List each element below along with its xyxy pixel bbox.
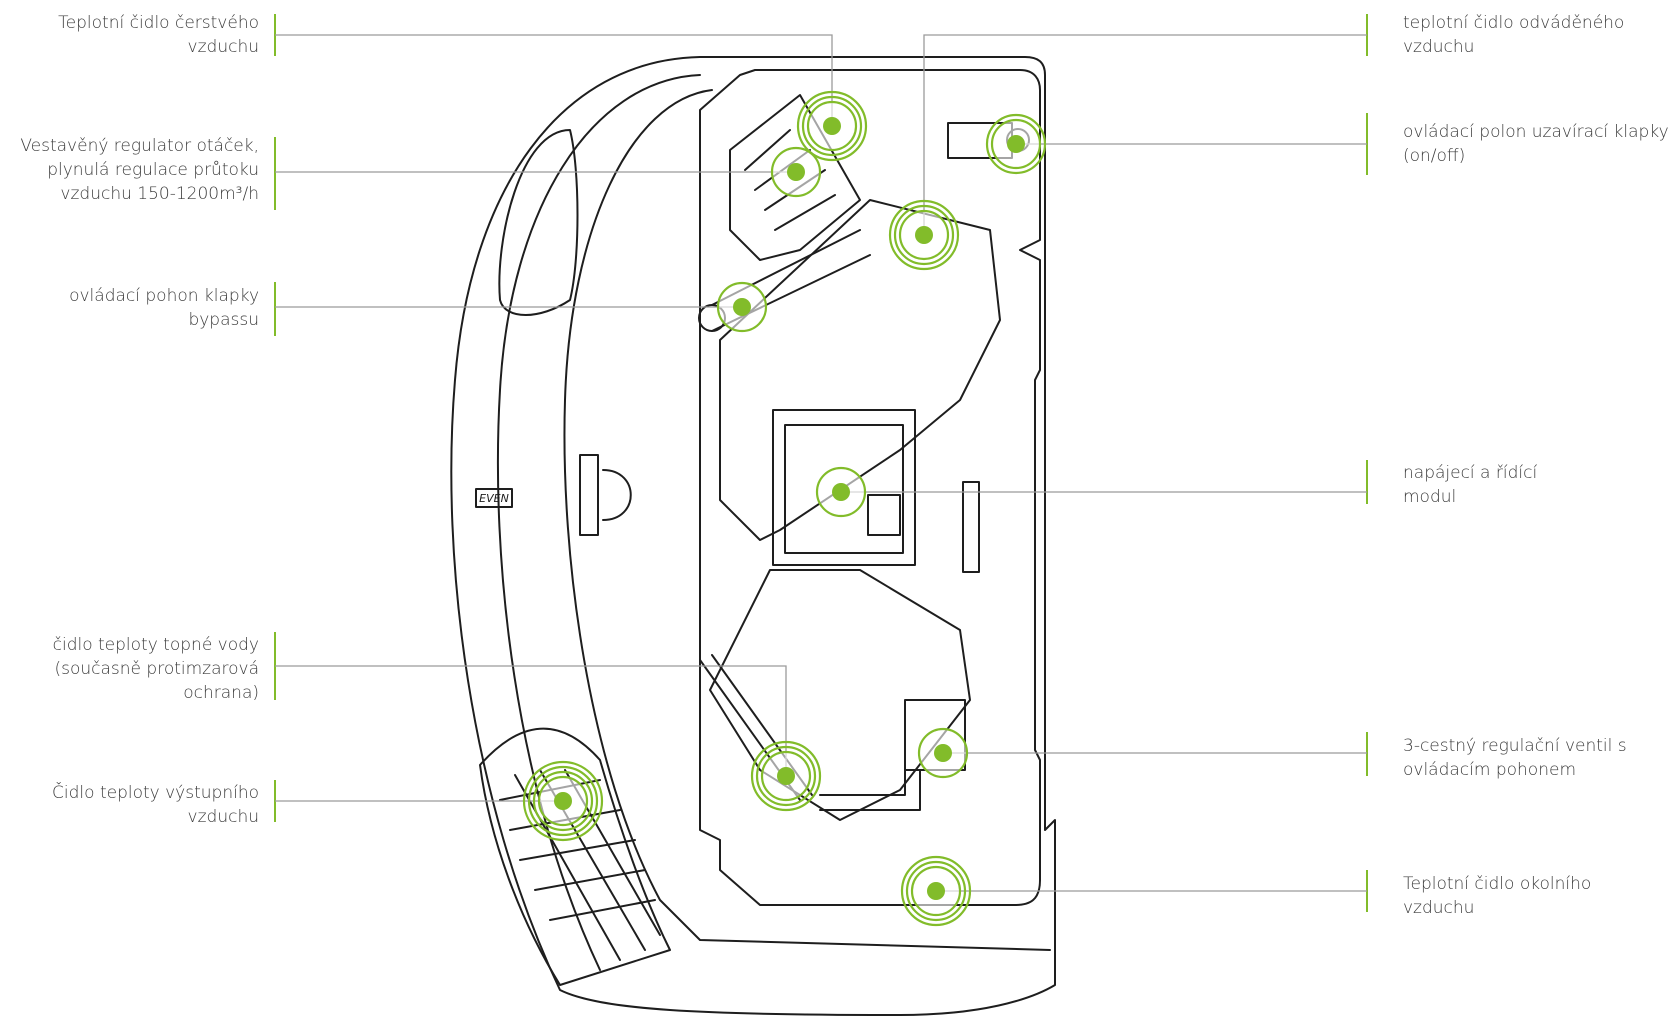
housing-inner-rim: [563, 89, 1051, 951]
marker-ring-water-temp-sensor: [750, 740, 822, 812]
label-water-temp-sensor: čidlo teploty topné vody (současně proti…: [52, 635, 259, 703]
marker-ring-ambient-air-sensor: [900, 855, 972, 927]
marker-dot-ambient-air-sensor: [927, 882, 945, 900]
marker-outlet-air-sensor: [522, 760, 604, 842]
label-bypass-actuator: ovládací pohon klapky bypassu: [69, 286, 259, 330]
power-module-box: [867, 494, 901, 536]
marker-power-module: [815, 466, 867, 518]
marker-three-way-valve: [917, 727, 969, 779]
marker-dot-outlet-air-sensor: [554, 792, 572, 810]
fan-housing: [729, 94, 861, 261]
marker-ring-outlet-air-sensor: [522, 760, 604, 842]
side-notch: [602, 469, 632, 521]
leader-line-water-temp-sensor: [275, 665, 787, 776]
label-three-way-valve: 3-cestný regulační ventil s ovládacím po…: [1403, 736, 1627, 780]
label-power-module: napájecí a řídící modul: [1403, 463, 1538, 507]
marker-ring-fresh-air-sensor: [796, 90, 868, 162]
housing-outer-shell: [450, 56, 1056, 1016]
control-board-inner: [784, 424, 904, 554]
marker-dot-fresh-air-sensor: [823, 117, 841, 135]
control-board: [772, 409, 916, 566]
brand-mark-box: [475, 488, 513, 508]
side-handle: [579, 454, 599, 536]
marker-dot-bypass-actuator: [733, 298, 751, 316]
leader-line-exhaust-air-sensor: [923, 34, 1367, 235]
marker-dot-power-module: [832, 483, 850, 501]
marker-ring-outlet-air-sensor: [532, 770, 594, 832]
top-inlet: [498, 129, 579, 316]
marker-dot-speed-regulator: [787, 163, 805, 181]
inner-panel: [699, 69, 1041, 906]
right-side-handle: [962, 481, 980, 573]
marker-bypass-actuator: [716, 281, 768, 333]
heat-exchanger-lower: [709, 569, 971, 821]
marker-ambient-air-sensor: [900, 855, 972, 927]
marker-exhaust-air-sensor: [888, 199, 960, 271]
outlet-grille-frame: [479, 727, 671, 986]
marker-dot-three-way-valve: [934, 744, 952, 762]
marker-ring-exhaust-air-sensor: [893, 204, 955, 266]
marker-ring-exhaust-air-sensor: [888, 199, 960, 271]
label-speed-regulator: Vestavěný regulator otáček, plynulá regu…: [20, 136, 259, 204]
marker-dot-water-temp-sensor: [777, 767, 795, 785]
marker-speed-regulator: [770, 146, 822, 198]
marker-dot-shutoff-actuator: [1007, 135, 1025, 153]
marker-water-temp-sensor: [750, 740, 822, 812]
label-fresh-air-sensor: Teplotní čidlo čerstvého vzduchu: [58, 13, 259, 57]
marker-shutoff-actuator: [985, 113, 1047, 175]
marker-fresh-air-sensor: [796, 90, 868, 162]
valve-pipes: [819, 769, 921, 811]
marker-ring-fresh-air-sensor: [801, 95, 863, 157]
marker-ring-ambient-air-sensor: [905, 860, 967, 922]
label-exhaust-air-sensor: teplotní čidlo odváděného vzduchu: [1403, 13, 1625, 57]
leader-line-fresh-air-sensor: [275, 34, 833, 126]
label-shutoff-actuator: ovládací polon uzavírací klapky (on/off): [1403, 122, 1669, 166]
marker-ring-outlet-air-sensor: [527, 765, 599, 837]
brand-mark: EVEN: [479, 492, 509, 505]
marker-ring-shutoff-actuator: [985, 113, 1047, 175]
label-ambient-air-sensor: Teplotní čidlo okolního vzduchu: [1403, 874, 1592, 918]
marker-ring-water-temp-sensor: [755, 745, 817, 807]
label-outlet-air-sensor: Čidlo teploty výstupního vzduchu: [52, 783, 259, 827]
marker-dot-exhaust-air-sensor: [915, 226, 933, 244]
